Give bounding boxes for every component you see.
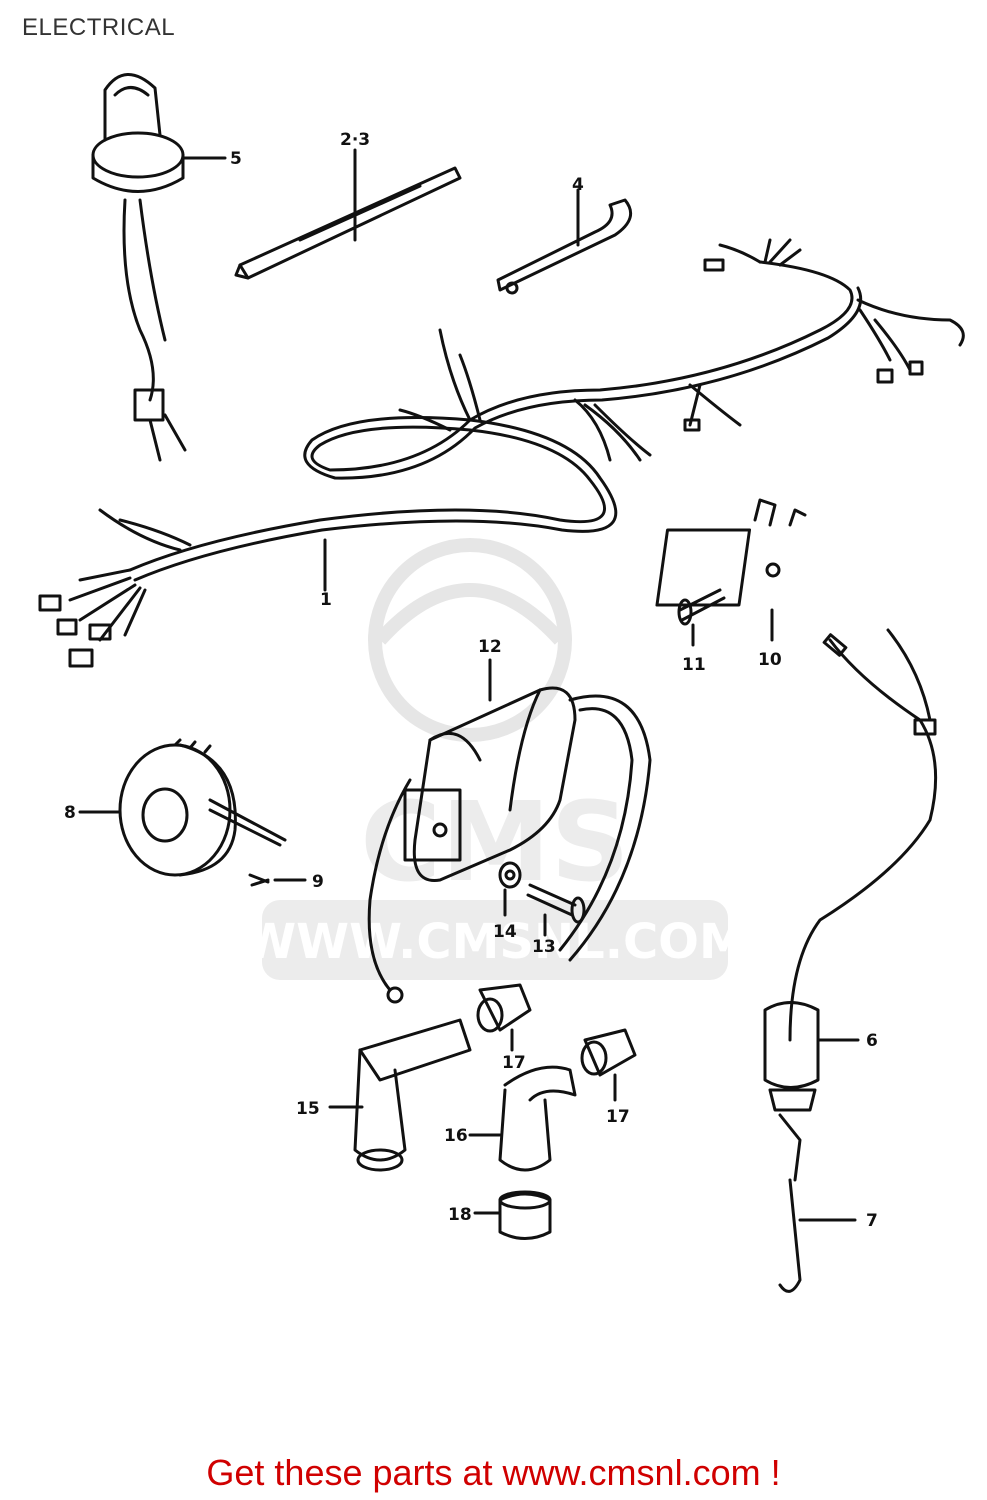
callout-14: 14 [493, 922, 517, 942]
callout-10: 10 [758, 650, 782, 670]
callout-17-top: 17 [502, 1053, 526, 1073]
washer-part[interactable] [498, 861, 522, 917]
parts-diagram: CMS WWW.CMSNL.COM [38, 73, 965, 1293]
callout-13: 13 [532, 937, 556, 957]
ignition-coil-part[interactable] [367, 658, 652, 1004]
callout-7: 7 [866, 1211, 878, 1231]
callout-11: 11 [682, 655, 706, 675]
bolt-part[interactable] [526, 883, 586, 937]
watermark-logo-icon [368, 538, 572, 742]
footer-parts-link[interactable]: Get these parts at www.cmsnl.com ! [206, 1452, 781, 1493]
callout-17-right: 17 [606, 1107, 630, 1127]
callout-5: 5 [230, 149, 242, 169]
horn-screw-part[interactable] [248, 873, 307, 887]
relay-part[interactable] [655, 498, 807, 642]
callout-2-3: 2·3 [340, 130, 370, 150]
callout-18: 18 [448, 1205, 472, 1225]
screw-part[interactable] [677, 588, 726, 647]
callout-labels: 1 2·3 4 5 6 7 8 9 10 11 12 13 14 15 16 1… [64, 130, 878, 1231]
callout-1: 1 [320, 590, 332, 610]
brake-switch-part[interactable] [763, 628, 938, 1293]
cap-17-right-part[interactable] [580, 1028, 637, 1102]
strap-part[interactable] [234, 148, 462, 280]
callout-16: 16 [444, 1126, 468, 1146]
watermark: CMS WWW.CMSNL.COM [243, 538, 747, 980]
bracket-part[interactable] [496, 188, 633, 295]
cap-17-top-part[interactable] [476, 983, 532, 1052]
wiring-harness-part[interactable] [38, 238, 965, 668]
horn-part[interactable] [78, 738, 287, 877]
ignition-switch-part[interactable] [91, 73, 227, 462]
callout-4: 4 [572, 175, 584, 195]
ring-part[interactable] [473, 1190, 552, 1240]
plug-cap-part[interactable] [328, 1018, 472, 1172]
callout-6: 6 [866, 1031, 878, 1051]
plug-elbow-part[interactable] [468, 1065, 577, 1172]
callout-8: 8 [64, 803, 76, 823]
callout-15: 15 [296, 1099, 320, 1119]
callout-9: 9 [312, 872, 324, 892]
page-title: ELECTRICAL [22, 14, 176, 41]
callout-12: 12 [478, 637, 502, 657]
watermark-url: WWW.CMSNL.COM [243, 914, 747, 970]
